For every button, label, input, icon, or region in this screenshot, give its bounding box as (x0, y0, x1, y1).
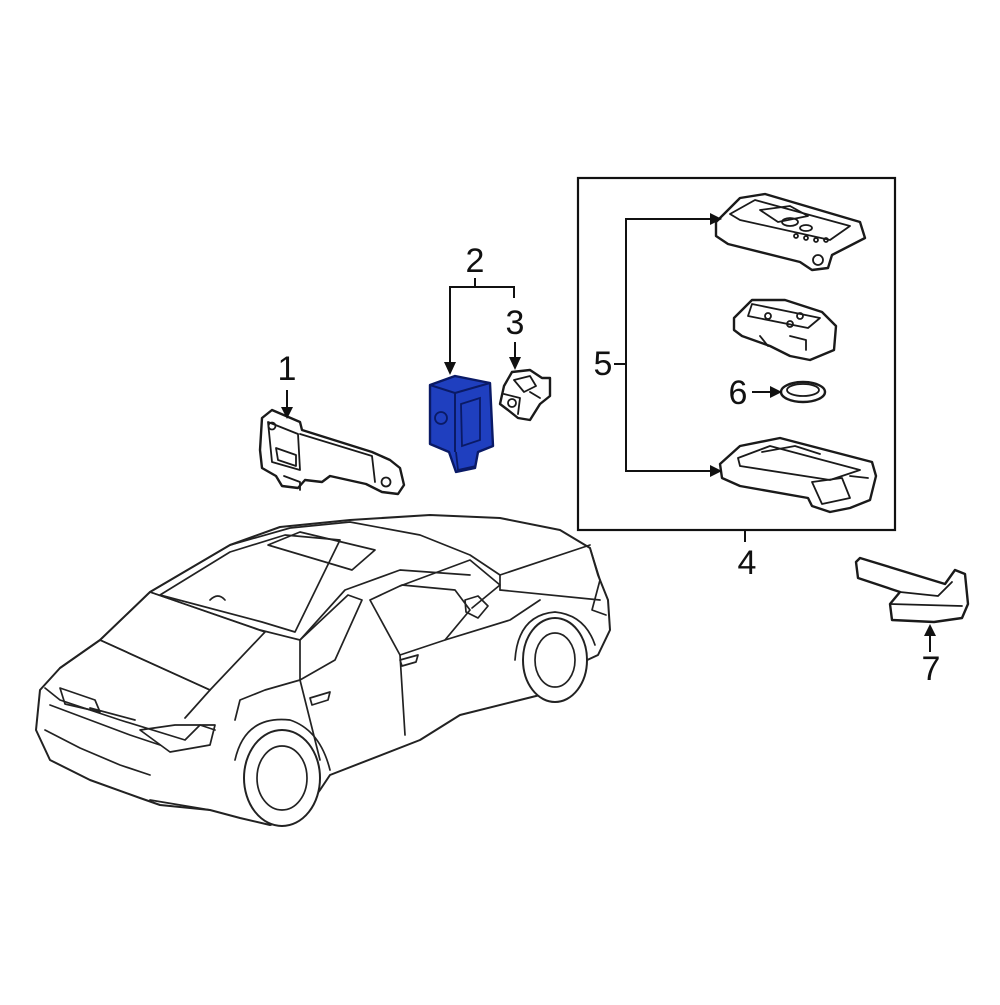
callout-1: 1 (277, 350, 297, 388)
part-3-connector (498, 368, 552, 422)
callout-3: 3 (505, 304, 525, 342)
part-5-case (718, 436, 878, 514)
part-5-key-fob (714, 192, 867, 272)
vehicle-illustration (35, 514, 611, 827)
kit-boundary-box (576, 176, 897, 532)
part-1-antenna (258, 408, 406, 496)
part-2-module (428, 374, 495, 474)
callout-2: 2 (465, 242, 485, 280)
part-5-circuit-board (732, 298, 838, 362)
callout-5: 5 (593, 345, 613, 383)
part-6-battery (779, 380, 827, 404)
leader-lines (281, 213, 936, 652)
callout-7: 7 (921, 650, 941, 688)
callout-6: 6 (728, 374, 748, 412)
callout-4: 4 (737, 544, 757, 582)
part-7-key-blade (854, 556, 970, 624)
